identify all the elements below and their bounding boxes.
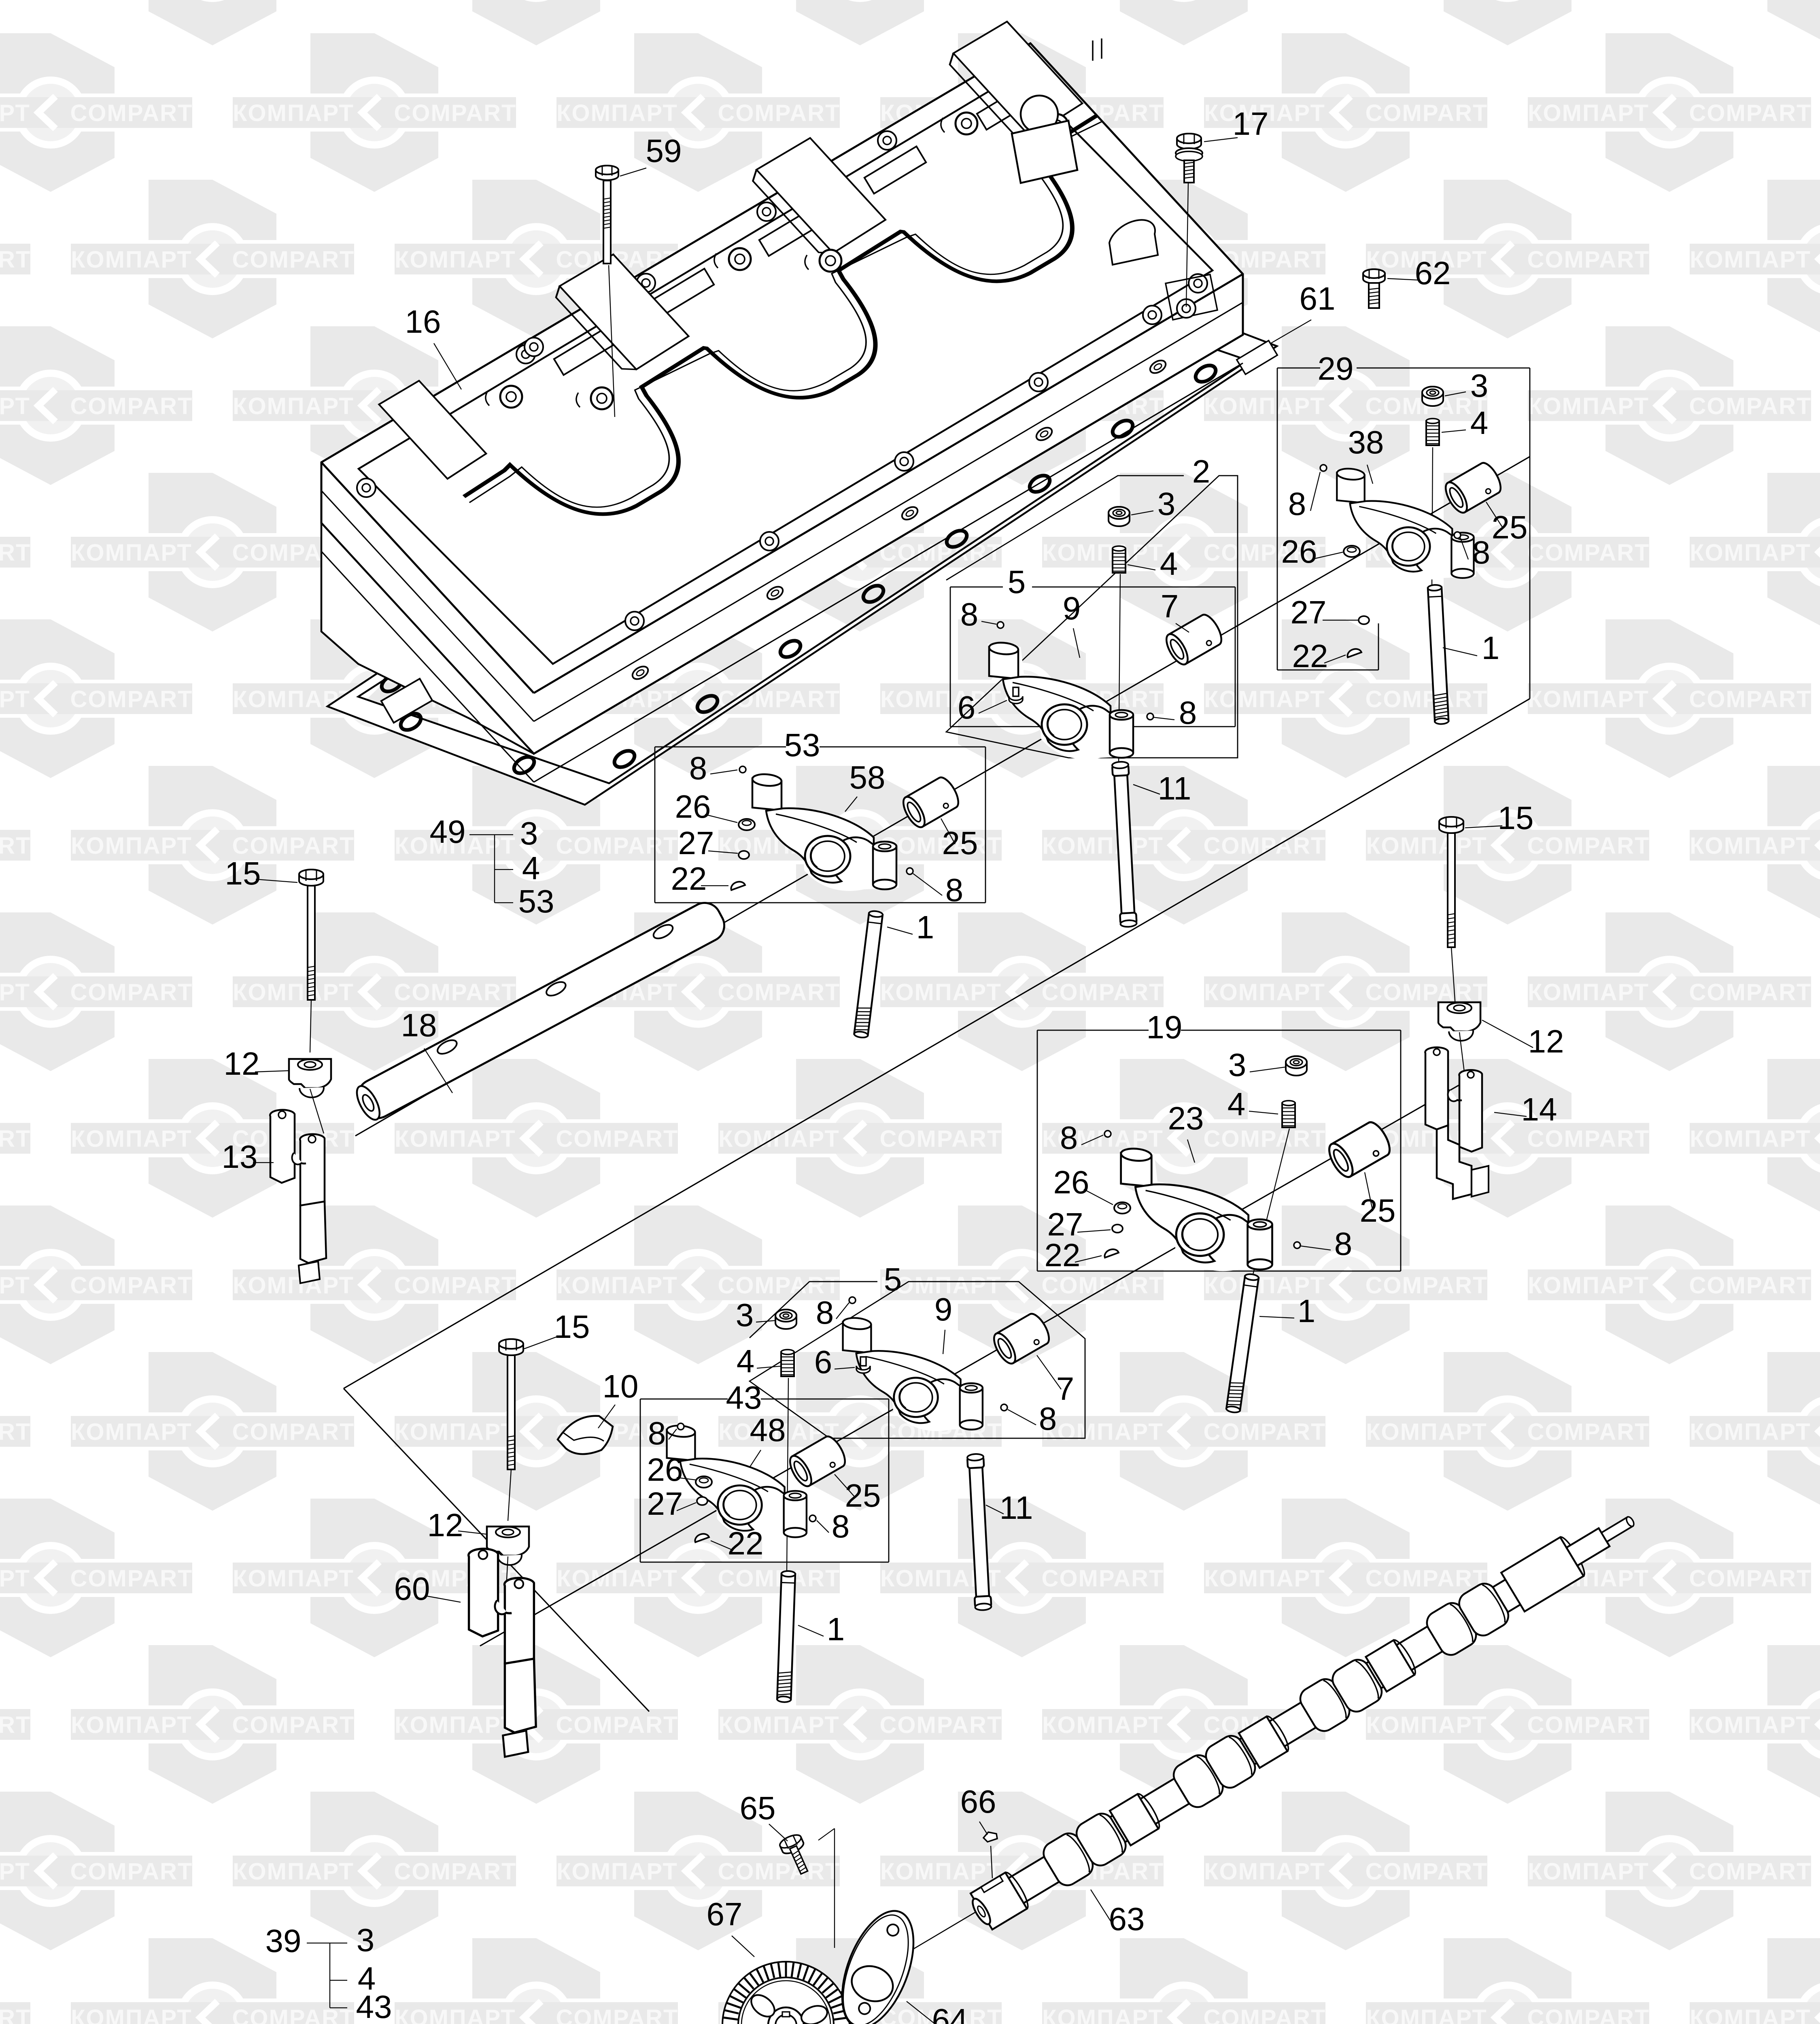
svg-text:38: 38 xyxy=(1348,424,1384,460)
svg-text:2: 2 xyxy=(1192,453,1211,489)
svg-text:58: 58 xyxy=(849,759,886,795)
svg-text:64: 64 xyxy=(932,2002,968,2024)
svg-text:15: 15 xyxy=(554,1309,590,1345)
svg-text:4: 4 xyxy=(737,1343,755,1379)
svg-text:1: 1 xyxy=(1482,630,1500,666)
svg-text:8: 8 xyxy=(1039,1401,1057,1437)
svg-text:1: 1 xyxy=(1298,1293,1316,1329)
svg-text:22: 22 xyxy=(1292,638,1328,674)
svg-text:12: 12 xyxy=(427,1507,463,1543)
svg-text:5: 5 xyxy=(884,1261,902,1297)
svg-text:22: 22 xyxy=(1045,1237,1081,1273)
svg-text:26: 26 xyxy=(675,789,711,825)
svg-text:59: 59 xyxy=(646,133,682,169)
svg-text:8: 8 xyxy=(1472,534,1491,570)
svg-text:22: 22 xyxy=(728,1525,764,1561)
svg-text:11: 11 xyxy=(1157,770,1191,806)
svg-text:19: 19 xyxy=(1147,1009,1183,1045)
svg-text:10: 10 xyxy=(603,1368,639,1404)
svg-text:8: 8 xyxy=(1334,1226,1353,1262)
svg-text:7: 7 xyxy=(1161,588,1179,624)
svg-text:8: 8 xyxy=(1060,1120,1078,1156)
svg-text:8: 8 xyxy=(816,1295,834,1331)
svg-text:25: 25 xyxy=(1360,1193,1396,1229)
svg-text:4: 4 xyxy=(522,850,540,886)
svg-text:6: 6 xyxy=(958,689,976,725)
svg-text:12: 12 xyxy=(1528,1023,1564,1059)
svg-text:27: 27 xyxy=(1291,594,1327,630)
svg-text:3: 3 xyxy=(1157,486,1176,522)
svg-text:60: 60 xyxy=(394,1571,430,1607)
svg-text:12: 12 xyxy=(224,1046,260,1082)
svg-text:8: 8 xyxy=(1288,486,1306,522)
svg-text:7: 7 xyxy=(1056,1371,1075,1407)
svg-text:9: 9 xyxy=(934,1291,953,1327)
svg-text:26: 26 xyxy=(647,1452,683,1488)
svg-text:4: 4 xyxy=(1227,1086,1246,1122)
svg-text:15: 15 xyxy=(225,855,261,891)
svg-text:43: 43 xyxy=(726,1380,762,1416)
svg-text:17: 17 xyxy=(1233,106,1269,142)
svg-text:13: 13 xyxy=(222,1139,258,1175)
svg-text:62: 62 xyxy=(1415,255,1451,291)
svg-text:3: 3 xyxy=(736,1297,754,1333)
svg-text:8: 8 xyxy=(945,872,964,908)
svg-text:11: 11 xyxy=(999,1490,1033,1526)
svg-text:4: 4 xyxy=(358,1960,376,1996)
svg-text:27: 27 xyxy=(647,1486,683,1522)
svg-text:3: 3 xyxy=(1228,1047,1247,1083)
svg-text:25: 25 xyxy=(1492,509,1528,545)
svg-text:4: 4 xyxy=(1160,546,1178,582)
svg-text:27: 27 xyxy=(1047,1206,1083,1242)
svg-text:3: 3 xyxy=(1470,368,1489,404)
svg-text:48: 48 xyxy=(750,1412,786,1448)
svg-text:15: 15 xyxy=(1498,800,1534,836)
svg-text:16: 16 xyxy=(405,304,441,340)
svg-text:8: 8 xyxy=(689,750,707,786)
svg-text:67: 67 xyxy=(707,1896,743,1932)
svg-text:23: 23 xyxy=(1168,1100,1204,1136)
svg-text:66: 66 xyxy=(960,1784,996,1820)
svg-text:1: 1 xyxy=(827,1611,845,1647)
svg-text:53: 53 xyxy=(518,883,554,919)
svg-text:53: 53 xyxy=(784,727,820,763)
svg-text:49: 49 xyxy=(430,814,466,850)
svg-text:63: 63 xyxy=(1109,1901,1145,1937)
svg-text:8: 8 xyxy=(960,596,979,632)
svg-text:26: 26 xyxy=(1281,534,1317,570)
svg-text:29: 29 xyxy=(1318,351,1354,387)
svg-text:8: 8 xyxy=(1179,695,1197,731)
svg-text:22: 22 xyxy=(671,861,707,897)
svg-text:61: 61 xyxy=(1300,281,1336,317)
svg-text:14: 14 xyxy=(1521,1091,1557,1127)
svg-text:43: 43 xyxy=(356,1989,392,2024)
svg-text:1: 1 xyxy=(916,909,934,945)
svg-text:18: 18 xyxy=(401,1007,437,1043)
svg-text:8: 8 xyxy=(832,1508,850,1544)
svg-text:4: 4 xyxy=(1470,405,1489,441)
svg-text:3: 3 xyxy=(357,1922,375,1958)
svg-text:26: 26 xyxy=(1053,1164,1089,1200)
svg-text:6: 6 xyxy=(814,1344,832,1380)
svg-text:65: 65 xyxy=(740,1790,776,1826)
svg-text:27: 27 xyxy=(678,825,714,861)
svg-text:9: 9 xyxy=(1063,590,1081,626)
svg-text:39: 39 xyxy=(265,1923,302,1959)
svg-text:5: 5 xyxy=(1008,564,1026,600)
svg-text:3: 3 xyxy=(520,815,538,851)
svg-text:8: 8 xyxy=(648,1415,666,1451)
svg-text:25: 25 xyxy=(845,1478,881,1514)
